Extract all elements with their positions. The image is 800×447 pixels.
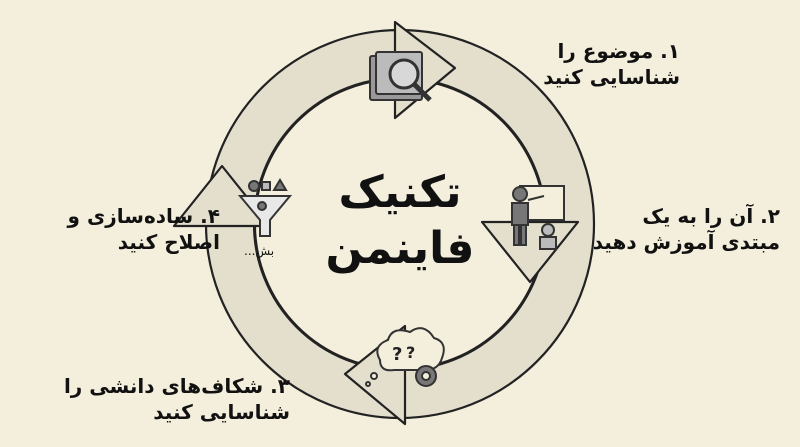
funnel-caption: بش...: [244, 244, 275, 258]
step-3-label: ۳. شکاف‌های دانشی را شناسایی کنید: [63, 374, 290, 424]
book-magnifier-icon: [369, 51, 432, 102]
teacher-student-icon: [511, 185, 565, 250]
step-1-label: ۱. موضوع را شناسایی کنید: [543, 39, 680, 89]
funnel-icon: [237, 178, 293, 237]
center-title-line2: فاینمن: [325, 223, 475, 274]
center-title: تکنیک فاینمن: [300, 165, 500, 277]
step-4-label: ۴. ساده‌سازی و اصلاح کنید: [67, 204, 220, 254]
svg-text:?: ?: [406, 343, 415, 362]
svg-text:?: ?: [392, 344, 402, 365]
thought-question-gear-icon: ? ?: [365, 327, 445, 387]
step-2-label: ۲. آن را به یک مبتدی آموزش دهید: [592, 204, 780, 254]
center-title-line1: تکنیک: [338, 167, 462, 218]
